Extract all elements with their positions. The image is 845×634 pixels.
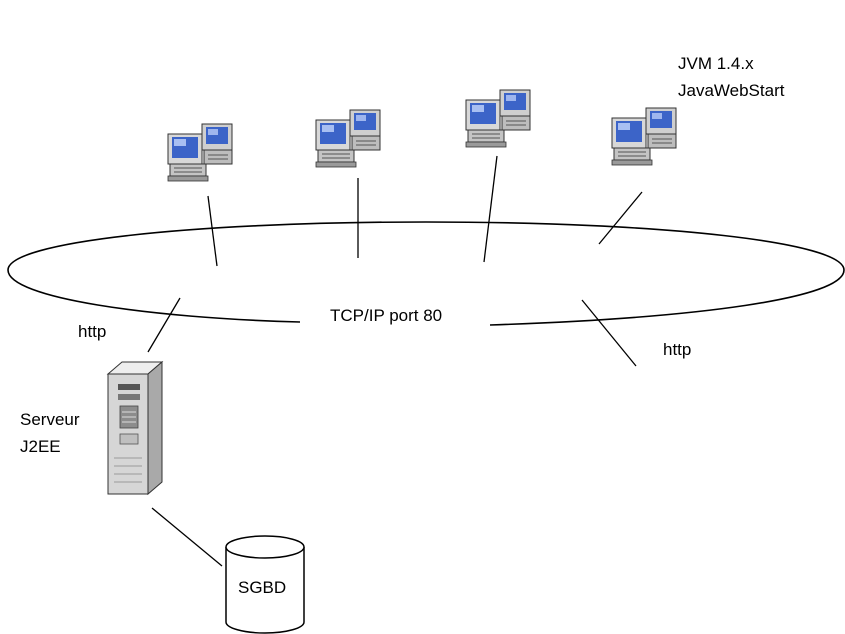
server-label-line2: J2EE (20, 437, 61, 456)
network-label: TCP/IP port 80 (330, 306, 442, 325)
network-ring (7, 221, 845, 326)
http-left-label: http (78, 322, 106, 341)
database-cylinder-icon (225, 535, 305, 634)
client-workstation-4-icon (611, 107, 677, 166)
right-http-link (581, 299, 637, 367)
client-workstation-3-icon (465, 89, 531, 148)
database-link (151, 507, 223, 567)
client-3-link (483, 155, 498, 263)
client-workstation-1-icon (167, 123, 233, 182)
server-label-line1: Serveur (20, 410, 80, 429)
javawebstart-label: JavaWebStart (678, 81, 785, 100)
database-label: SGBD (238, 578, 286, 597)
server-link (147, 297, 181, 353)
client-1-link (207, 195, 218, 267)
jvm-label: JVM 1.4.x (678, 54, 754, 73)
client-4-link (598, 191, 643, 245)
client-workstation-2-icon (315, 109, 381, 168)
server-tower-icon (106, 360, 164, 496)
http-right-label: http (663, 340, 691, 359)
